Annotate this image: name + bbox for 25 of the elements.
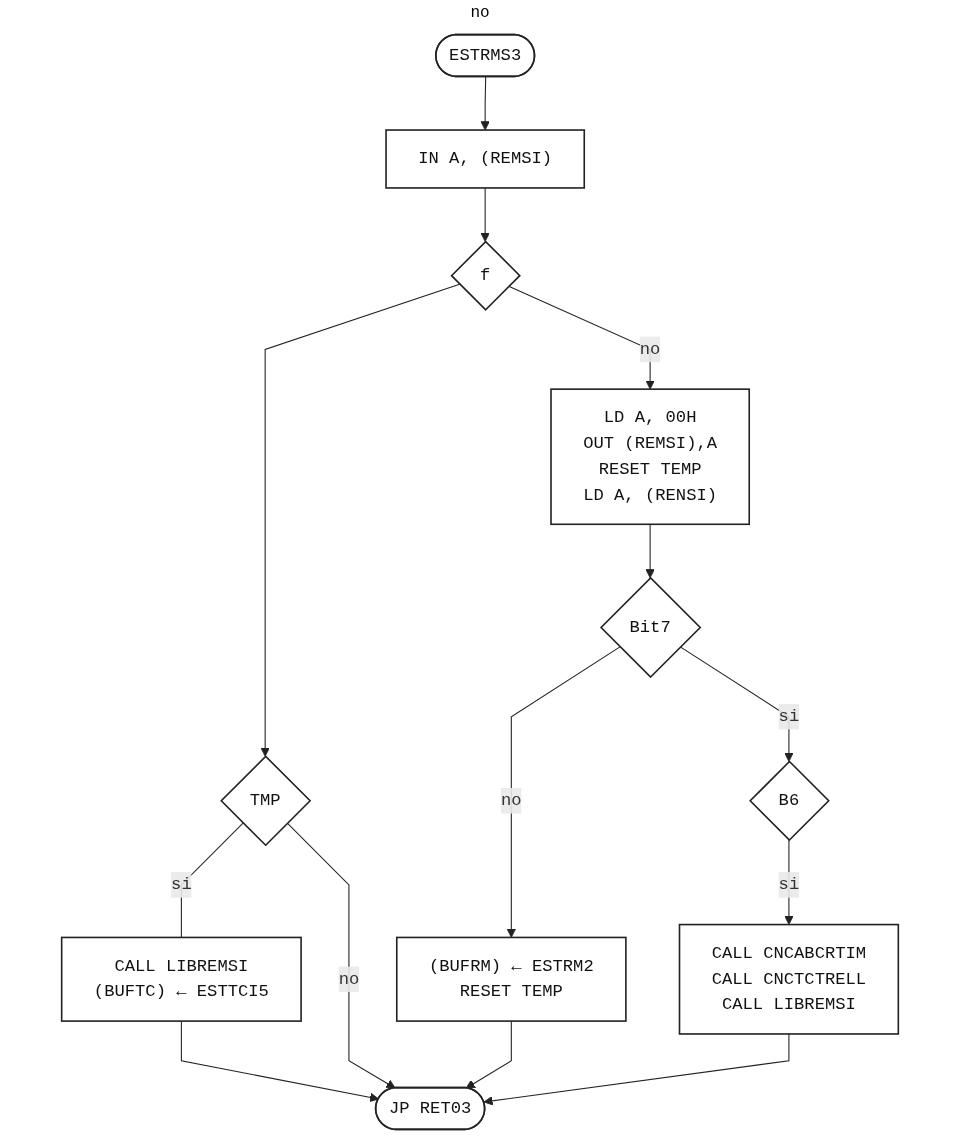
edge-label: si (171, 875, 192, 895)
node-box: CALL CNCABCRTIM CALL CNCTCTRELL CALL LIBREMSI (678, 923, 900, 1035)
edge-label: no (639, 339, 661, 360)
arrow (483, 1033, 790, 1106)
arrow (180, 1020, 380, 1103)
arrow (465, 1020, 512, 1089)
node-box: IN A, (REMSI) (385, 129, 586, 189)
edge-label: si (778, 875, 800, 895)
node-box: (BUFRM) ← ESTRM2 RESET TEMP (395, 936, 627, 1022)
edge-label: si (778, 707, 800, 727)
arrow (260, 283, 461, 757)
node-diamond: B6 (749, 760, 830, 842)
arrow (480, 187, 490, 242)
node-diamond: Bit7 (599, 576, 702, 679)
arrow (286, 822, 396, 1089)
edge-label: no (501, 791, 522, 811)
note-label: no (470, 4, 490, 22)
node-diamond: f (450, 240, 521, 311)
arrow (506, 646, 621, 938)
arrow (480, 76, 490, 131)
edge-label: no (338, 969, 360, 989)
node-box: LD A, 00H OUT (REMSI),A RESET TEMP LD A, (RENSI) (550, 388, 751, 526)
arrow (645, 523, 655, 579)
node-diamond: TMP (220, 755, 312, 847)
node-box: CALL LIBREMSI (BUFTC) ← ESTTCI5 (60, 936, 302, 1022)
